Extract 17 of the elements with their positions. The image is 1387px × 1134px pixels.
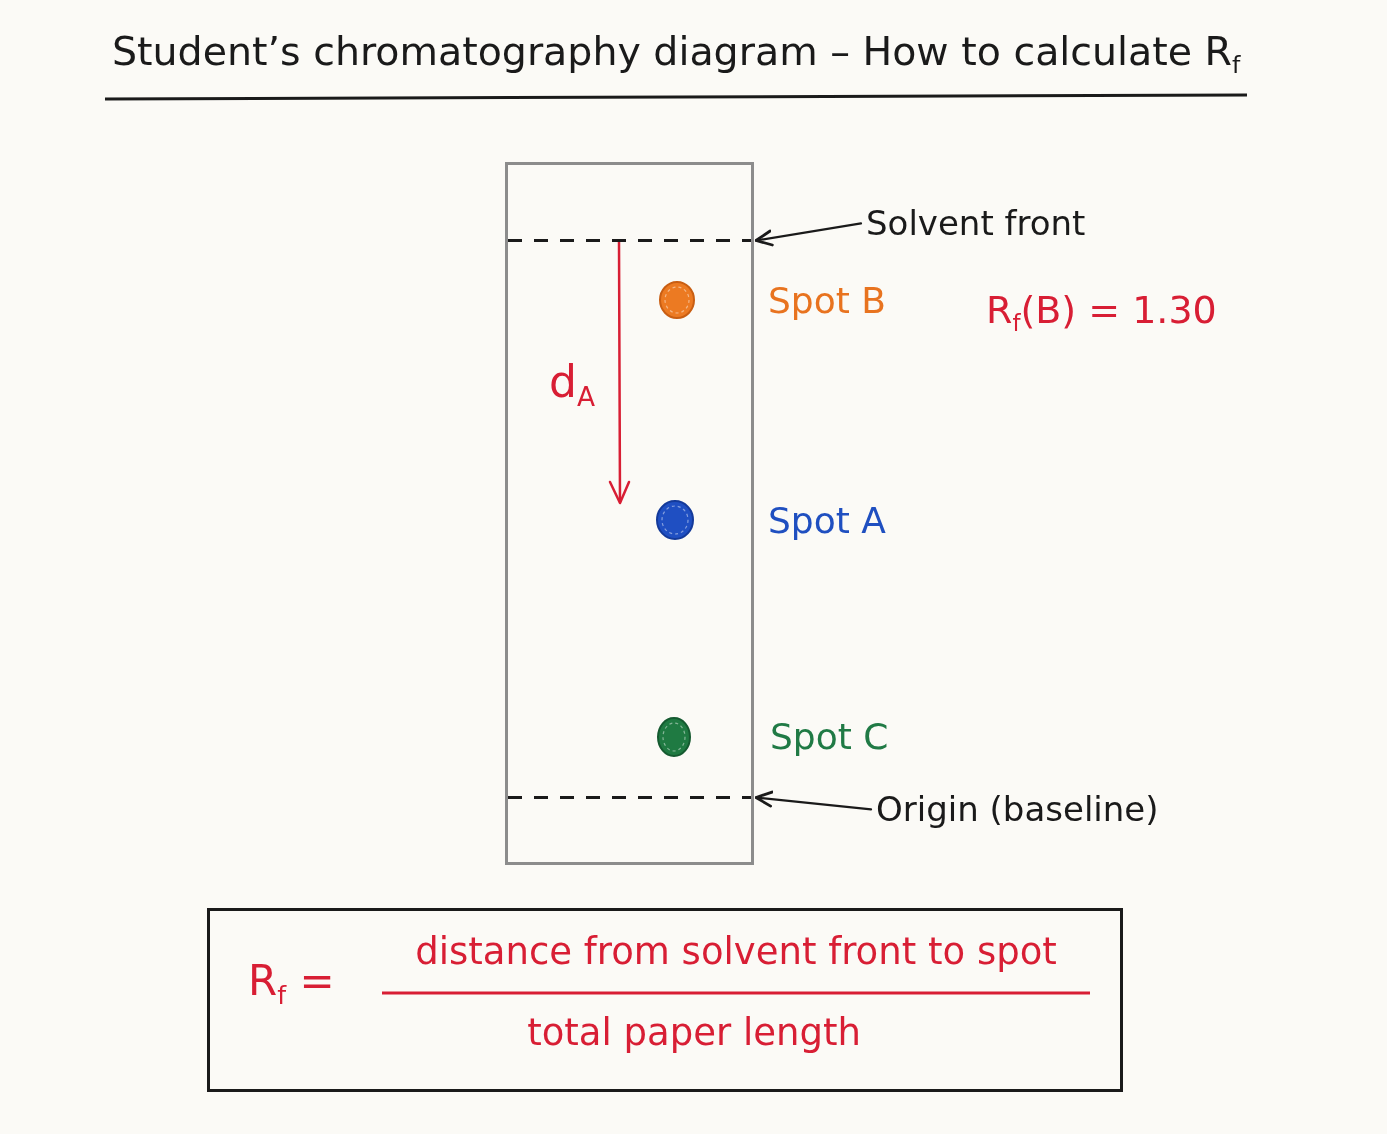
dashed-line [508, 796, 751, 799]
spot-label: Spot B [768, 279, 886, 323]
formula-left-side: R$_{f}$ = [248, 956, 335, 1007]
numerator-text: distance from solvent front to spot [415, 930, 1057, 975]
formula-box [207, 908, 1123, 1092]
dashed-line [508, 239, 751, 242]
leader-label: Solvent front [866, 203, 1086, 244]
leader-arrow [754, 790, 873, 811]
distance-label: d$_{A}$ [549, 356, 595, 409]
spot-label: Spot A [768, 499, 886, 543]
denominator-text: total paper length [527, 1011, 861, 1056]
leader-label: Origin (baseline) [876, 789, 1159, 830]
paper-strip [505, 162, 754, 865]
leader-arrow [754, 222, 863, 247]
result-text: R$_{f}$(B) = 1.30 [986, 288, 1217, 334]
spot-label: Spot C [770, 715, 889, 759]
title: Student’s chromatography diagram – How to calculate R$_{f}$ [112, 28, 1241, 76]
